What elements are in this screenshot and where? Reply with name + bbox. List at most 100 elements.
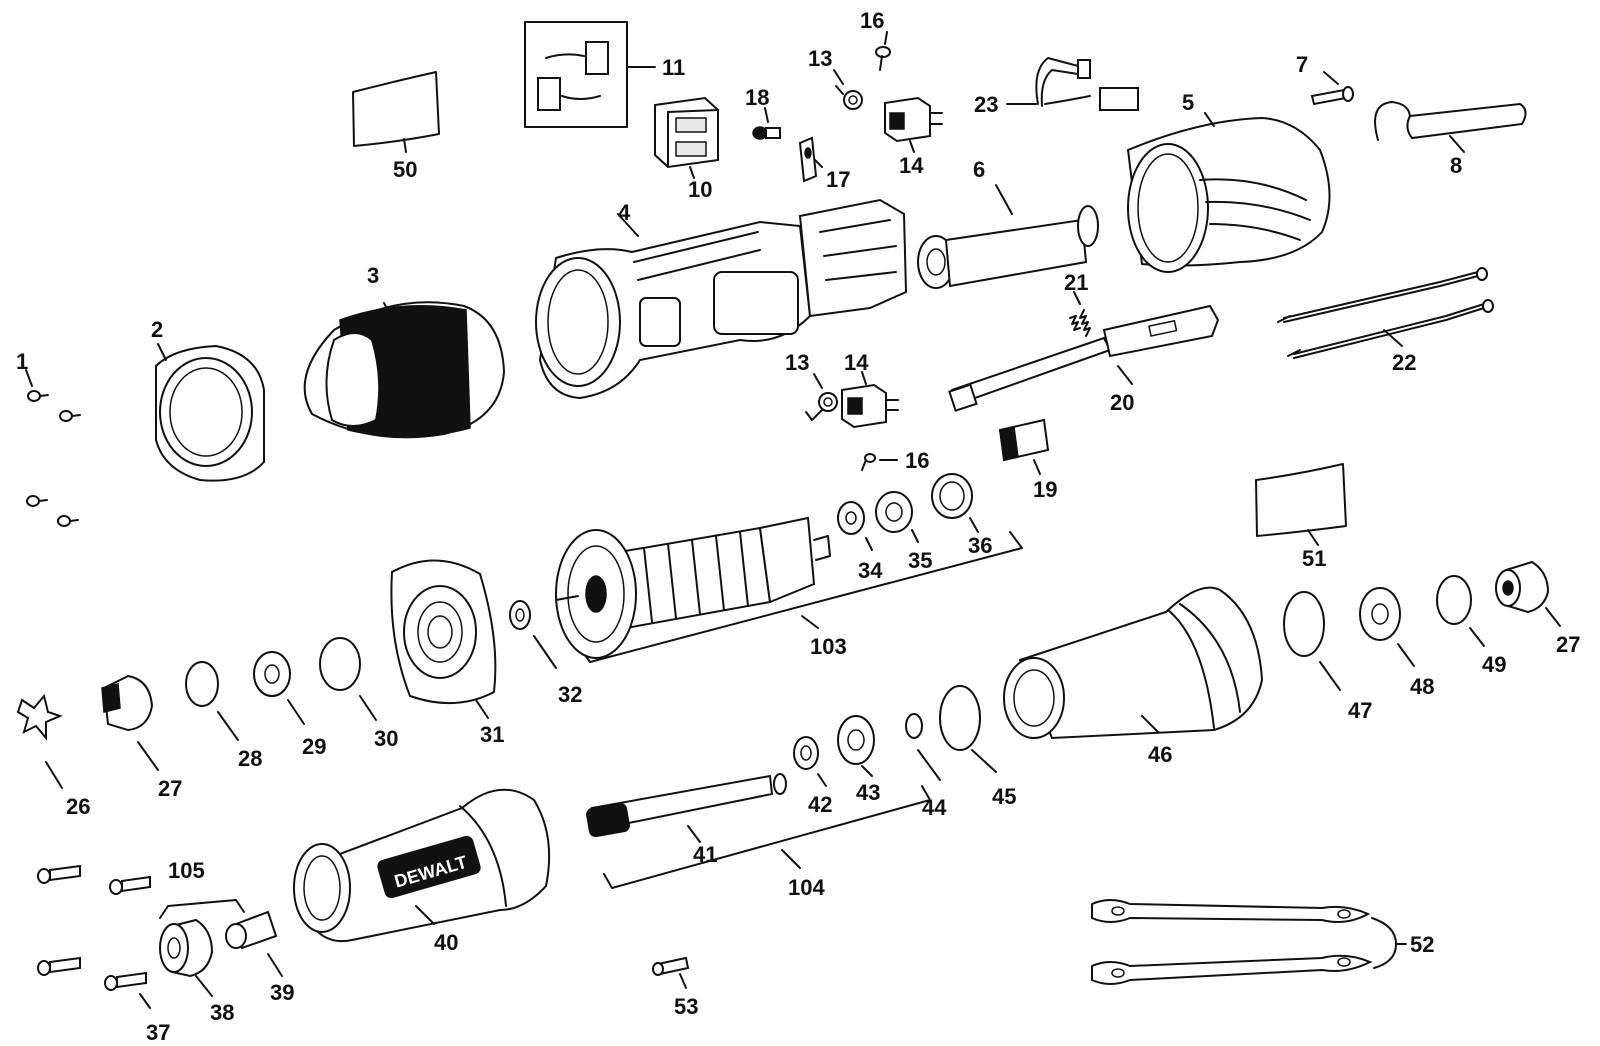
label-14-top: 14 [899,153,924,178]
part-3-field-coil [303,301,506,439]
label-48: 48 [1410,674,1434,699]
part-49-snap-ring [1436,575,1485,647]
label-7: 7 [1296,52,1308,77]
part-52-wrenches [1091,899,1407,985]
part-39-collet [225,910,283,977]
bracket-104 [603,785,931,889]
label-13-top: 13 [808,46,832,71]
part-43-bearing [837,715,875,777]
label-13-lower: 13 [785,350,809,375]
part-41-spindle [586,773,787,843]
label-20: 20 [1110,390,1134,415]
part-27-spindle-lock [101,674,159,771]
part-2-baffle [155,343,265,482]
label-32: 32 [558,682,582,707]
label-34: 34 [858,558,883,583]
label-104: 104 [788,875,825,900]
part-5-rear-housing [1126,112,1331,273]
part-30-oring [319,637,377,721]
label-36: 36 [968,533,992,558]
part-46-nose-housing [1003,586,1264,740]
part-10-switch [654,96,719,179]
part-48-bearing [1359,587,1415,667]
part-51-label-plate [1255,463,1347,546]
label-47: 47 [1348,698,1372,723]
label-35: 35 [908,548,932,573]
label-1: 1 [16,349,28,374]
label-11: 11 [662,55,685,80]
label-105: 105 [168,858,205,883]
label-21: 21 [1064,270,1088,295]
part-26-star-nut [16,693,63,789]
label-46: 46 [1148,742,1172,767]
label-39: 39 [270,980,294,1005]
part-11-brush-set [524,21,656,128]
part-31-bearing-plate [390,559,497,719]
part-34-washer [837,501,873,551]
part-38-collet-nut [159,918,214,997]
label-27-left: 27 [158,776,182,801]
part-27-spindle-lock-right [1495,560,1561,627]
label-3: 3 [367,263,379,288]
part-44-snap-ring [905,713,941,781]
label-17: 17 [826,167,850,192]
part-42-washer [793,736,827,787]
part-18-screw [752,107,781,140]
label-51: 51 [1302,546,1326,571]
part-13-spring-lower [805,373,838,421]
label-5: 5 [1182,90,1194,115]
part-47-oring [1283,591,1341,691]
label-49: 49 [1482,652,1506,677]
part-36-bearing [931,473,979,533]
part-28-snap-ring [185,661,239,741]
label-22: 22 [1392,350,1416,375]
part-6-grip-sleeve [917,184,1099,289]
label-28: 28 [238,746,262,771]
label-4: 4 [618,200,631,225]
label-31: 31 [480,722,504,747]
label-53: 53 [674,994,698,1019]
label-14-lower: 14 [844,350,869,375]
label-6: 6 [973,157,985,182]
part-29-bearing [253,651,305,725]
label-41: 41 [693,842,717,867]
label-37: 37 [146,1020,170,1045]
label-16-lower: 16 [905,448,929,473]
label-30: 30 [374,726,398,751]
label-16-top: 16 [860,8,884,33]
part-13-spring-top [833,69,863,110]
part-19-lock-button [998,418,1050,475]
label-45: 45 [992,784,1016,809]
bracket-105 [159,899,245,919]
label-27-right: 27 [1556,632,1580,657]
part-45-oring [939,685,997,773]
part-17-plate [798,136,823,183]
label-44: 44 [922,795,947,820]
label-10: 10 [688,177,712,202]
label-29: 29 [302,734,326,759]
label-19: 19 [1033,477,1057,502]
part-16-screw-top [875,31,891,71]
part-7-screw [1310,71,1354,106]
part-armature [555,516,831,659]
label-18: 18 [745,85,769,110]
label-40: 40 [434,930,458,955]
part-14-switch-lower [841,371,899,429]
part-8-cord-guard [1374,101,1527,153]
label-43: 43 [856,780,880,805]
label-23: 23 [974,92,998,117]
part-20-switch-rod [948,304,1220,412]
part-14-switch-top [884,96,943,153]
label-26: 26 [66,794,90,819]
part-40-handle-housing: DEWALT [293,788,551,942]
part-37-screws [37,864,151,1009]
part-35-bearing [875,491,919,543]
part-50-label-plate [352,71,440,153]
part-23-wire-lead [1006,57,1139,111]
part-4-main-housing [535,198,908,400]
label-2: 2 [151,317,163,342]
label-103: 103 [810,634,847,659]
part-16-screw-lower [861,453,898,471]
label-50: 50 [393,157,417,182]
